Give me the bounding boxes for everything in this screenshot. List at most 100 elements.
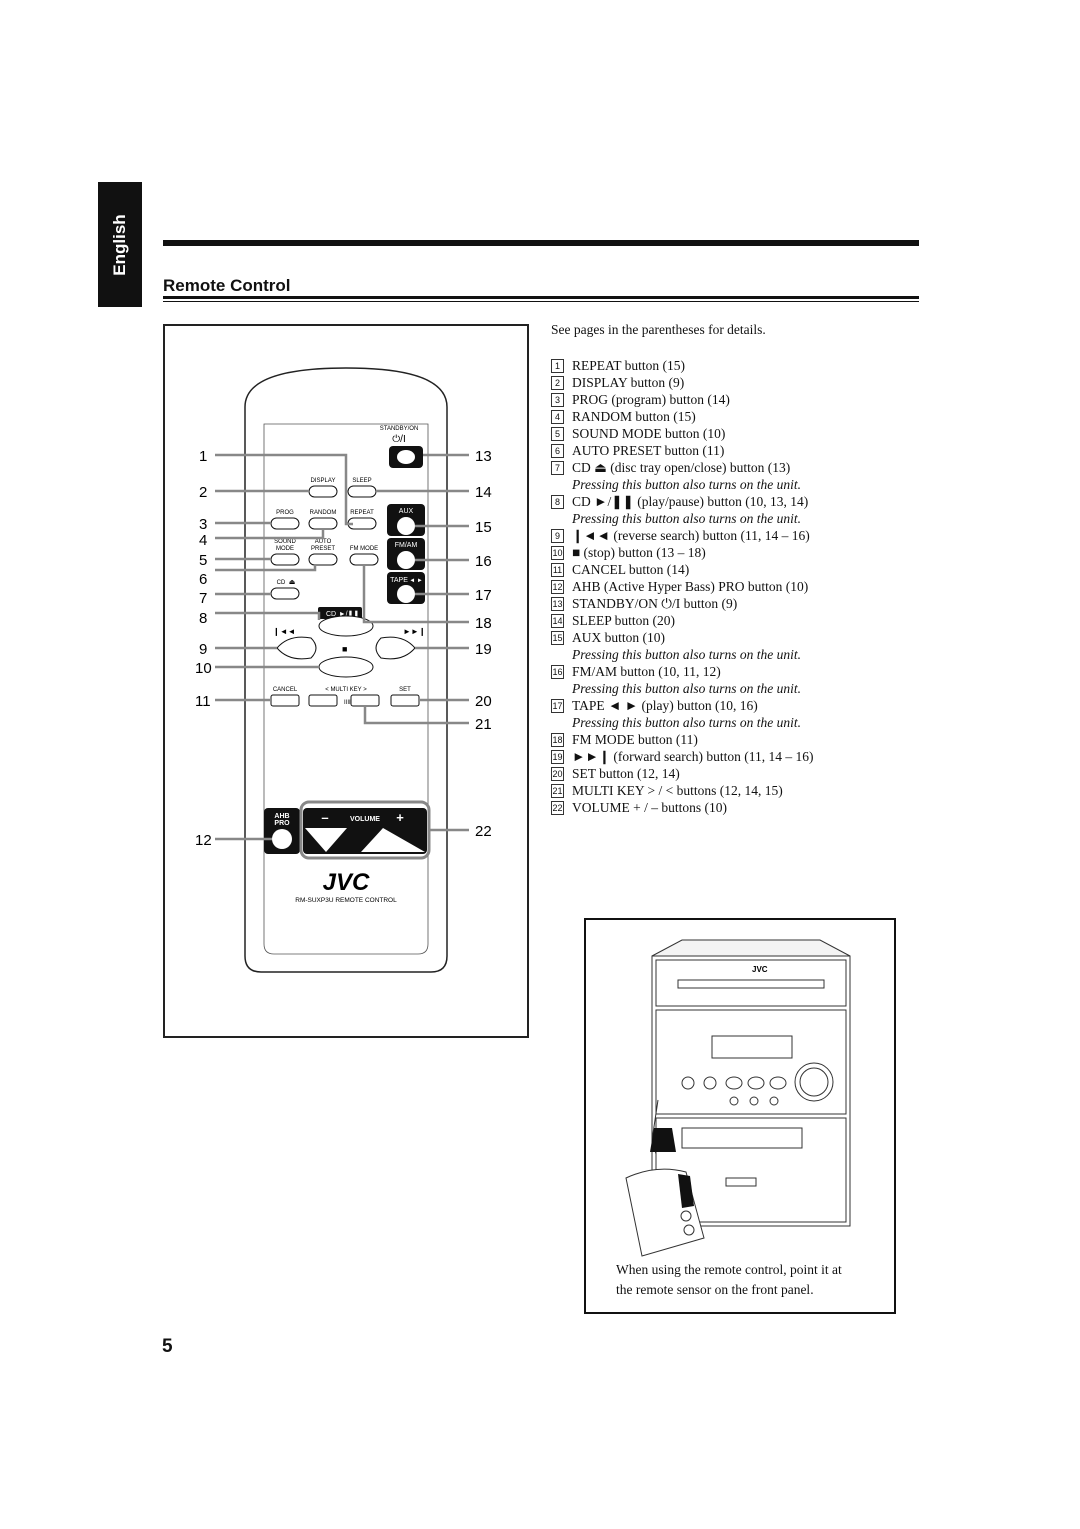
eject-icon: ⏏ <box>289 579 296 586</box>
auto-preset-button[interactable] <box>308 553 338 566</box>
reverse-search-button[interactable] <box>276 636 317 660</box>
list-item: 4 RANDOM button (15) <box>551 408 813 425</box>
item-text: RANDOM button (15) <box>572 409 696 424</box>
list-item: 9 ❙◄◄ (reverse search) button (11, 14 – 1… <box>551 527 813 544</box>
callout-5: 5 <box>199 552 207 569</box>
section-title: Remote Control <box>163 276 291 295</box>
prog-button[interactable] <box>270 517 300 530</box>
section-top-rule <box>163 240 919 246</box>
forward-search-button[interactable] <box>375 636 416 660</box>
mode-label: MODE <box>276 546 294 552</box>
sleep-label: SLEEP <box>352 478 371 484</box>
list-item: 10■ (stop) button (13 – 18) <box>551 544 813 561</box>
language-tab: English <box>98 182 142 307</box>
item-text: DISPLAY button (9) <box>572 375 685 390</box>
callout-1: 1 <box>199 448 207 465</box>
callout-7: 7 <box>199 590 207 607</box>
random-label: RANDOM <box>310 510 337 516</box>
list-note: Pressing this button also turns on the u… <box>572 647 802 662</box>
sound-mode-button[interactable] <box>270 553 300 566</box>
callout-22: 22 <box>475 823 492 840</box>
callout-19: 19 <box>475 641 492 658</box>
item-text: FM/AM button (10, 11, 12) <box>572 664 721 679</box>
play-pause-icon: ►/❚❚ <box>339 610 360 618</box>
set-button[interactable] <box>390 694 420 707</box>
prog-label: PROG <box>276 510 294 516</box>
pointing-remote-illustration <box>625 1099 705 1257</box>
unit-brand-logo: JVC <box>752 965 768 974</box>
section-rule-thin <box>163 301 919 302</box>
item-number-badge: 3 <box>551 393 564 407</box>
stop-button[interactable] <box>318 656 374 678</box>
item-text: ❙◄◄ (reverse search) button (11, 14 – 16… <box>572 528 810 543</box>
remote-model-label: RM-SUXP3U REMOTE CONTROL <box>295 897 397 904</box>
fm-am-button[interactable] <box>397 551 415 569</box>
cancel-label: CANCEL <box>273 687 298 693</box>
item-text: AHB (Active Hyper Bass) PRO button (10) <box>572 579 809 594</box>
callout-9: 9 <box>199 641 207 658</box>
cd-play-pause-button[interactable] <box>318 615 374 637</box>
tape-label: TAPE <box>390 577 408 584</box>
item-number-badge: 18 <box>551 733 564 747</box>
display-button[interactable] <box>308 485 338 498</box>
item-text: CD ⏏ (disc tray open/close) button (13) <box>572 460 791 475</box>
random-button[interactable] <box>308 517 338 530</box>
language-tab-label: English <box>110 213 129 276</box>
pro-label: PRO <box>274 820 290 827</box>
callout-8: 8 <box>199 610 207 627</box>
list-item: 8 CD ►/❚❚ (play/pause) button (10, 13, 14… <box>551 493 813 510</box>
fm-am-label: FM/AM <box>395 542 418 549</box>
cancel-button[interactable] <box>270 694 300 707</box>
aux-button[interactable] <box>397 517 415 535</box>
volume-label: VOLUME <box>350 816 380 823</box>
unit-figure-box: JVC <box>584 918 896 1314</box>
item-number-badge: 4 <box>551 410 564 424</box>
callout-15: 15 <box>475 519 492 536</box>
fm-mode-button[interactable] <box>349 553 379 566</box>
ahb-pro-button[interactable] <box>272 829 292 849</box>
left-callout-lines <box>215 453 353 841</box>
ahb-label: AHB <box>274 813 289 820</box>
forward-search-icon: ►►❙ <box>403 627 426 636</box>
item-number-badge: 13 <box>551 597 564 611</box>
standby-label: STANDBY/ON <box>380 426 419 432</box>
sleep-button[interactable] <box>347 485 377 498</box>
cd-play-label: CD <box>326 611 336 618</box>
callout-10: 10 <box>195 660 212 677</box>
item-text: REPEAT button (15) <box>572 358 686 373</box>
multi-key-left-button[interactable] <box>308 694 338 707</box>
callout-14: 14 <box>475 484 492 501</box>
item-number-badge: 8 <box>551 495 564 509</box>
item-text: SOUND MODE button (10) <box>572 426 726 441</box>
item-number-badge: 17 <box>551 699 564 713</box>
callout-20: 20 <box>475 693 492 710</box>
tape-button[interactable] <box>397 585 415 603</box>
multi-key-right-button[interactable] <box>350 694 380 707</box>
item-text: AUTO PRESET button (11) <box>572 443 725 458</box>
sound-label: SOUND <box>274 539 296 545</box>
volume-up-button[interactable] <box>361 828 425 852</box>
item-number-badge: 9 <box>551 529 564 543</box>
volume-down-button[interactable] <box>305 828 347 852</box>
auto-label: AUTO <box>315 539 332 545</box>
section-rule <box>163 296 919 299</box>
page-number: 5 <box>162 1336 173 1357</box>
callout-16: 16 <box>475 553 492 570</box>
item-text: CD ►/❚❚ (play/pause) button (10, 13, 14) <box>572 494 809 509</box>
cd-eject-button[interactable] <box>270 587 300 600</box>
callout-11: 11 <box>195 693 211 710</box>
repeat-label: REPEAT <box>350 510 374 516</box>
list-note: Pressing this button also turns on the u… <box>572 477 802 492</box>
item-text: CANCEL button (14) <box>572 562 690 577</box>
